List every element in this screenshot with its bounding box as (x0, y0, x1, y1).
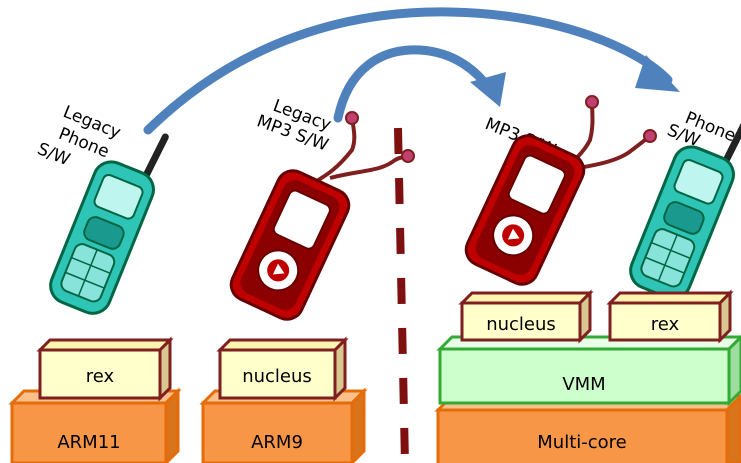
legacy-phone-icon (49, 133, 169, 315)
arm11-label: ARM11 (57, 432, 120, 453)
rex-left-box: rex (36, 336, 174, 402)
divider-dashed-line (394, 127, 409, 463)
vmm-box: VMM (436, 334, 741, 407)
vmm-label: VMM (562, 374, 605, 395)
legacy-mp3-player-icon (229, 111, 415, 321)
phone-migration-arrow (143, 7, 673, 135)
nucleus-right-label: nucleus (486, 314, 556, 335)
multicore-label: Multi-core (537, 432, 626, 453)
arm11-box: ARM11 (8, 387, 182, 463)
legacy-mp3-sw-label: Legacy MP3 S/W (254, 96, 334, 156)
arm9-box: ARM9 (199, 387, 368, 463)
nucleus-right-box: nucleus (458, 289, 594, 344)
arm9-label: ARM9 (251, 432, 303, 453)
mp3-migration-arrowhead (470, 72, 506, 107)
nucleus-left-label: nucleus (242, 366, 312, 387)
multicore-box: Multi-core (434, 393, 741, 463)
rex-right-box: rex (606, 289, 734, 344)
legacy-phone-sw-label: Legacy Phone S/W (34, 102, 123, 170)
mp3-player-icon (464, 95, 657, 286)
rex-right-label: rex (651, 314, 680, 335)
mp3-migration-arrow (333, 45, 495, 123)
phone-migration-arrowhead (635, 55, 680, 92)
rex-left-label: rex (86, 366, 115, 387)
nucleus-left-box: nucleus (216, 336, 349, 402)
